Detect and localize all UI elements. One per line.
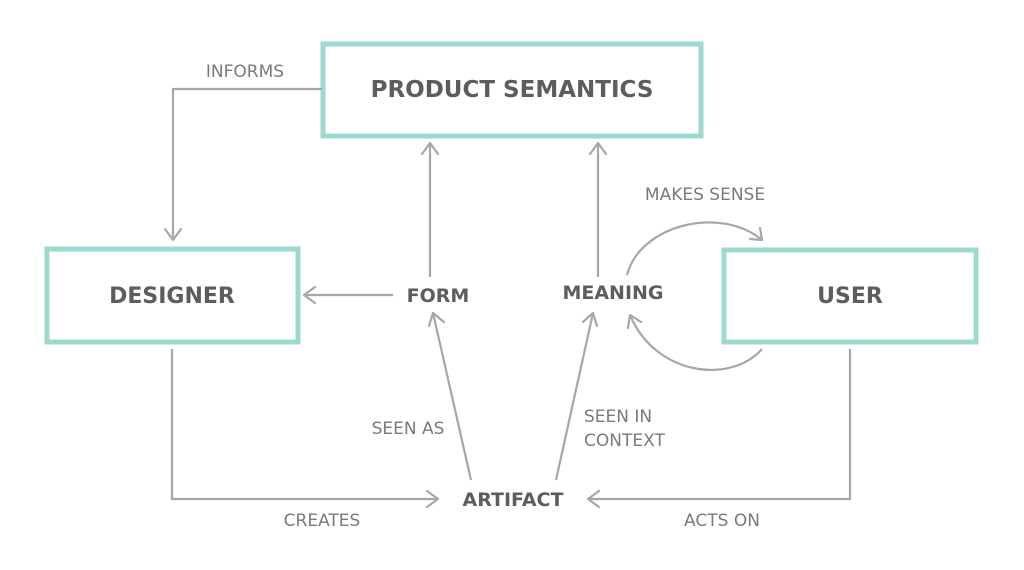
- designer-box: DESIGNER: [44, 246, 301, 345]
- product-semantics-box: PRODUCT SEMANTICS: [320, 41, 704, 139]
- form-to-semantics-arrow: [420, 141, 440, 277]
- acts-on-label: ACTS ON: [684, 511, 760, 531]
- designer-title: DESIGNER: [109, 284, 235, 309]
- creates-label: CREATES: [284, 511, 361, 531]
- informs-arrow: [163, 87, 322, 242]
- makes-sense-loop: [625, 221, 764, 371]
- product-semantics-box-frame: [320, 41, 704, 139]
- informs-label: INFORMS: [206, 62, 284, 82]
- user-box-frame: [721, 247, 979, 345]
- artifact-label: ARTIFACT: [463, 489, 564, 511]
- seen-as-label: SEEN AS: [372, 419, 445, 439]
- acts-on-arrow: [586, 349, 852, 509]
- user-box: USER: [721, 247, 979, 345]
- meaning-label: MEANING: [562, 282, 663, 304]
- seen-as-arrow: [427, 311, 473, 481]
- seen-in-context-label-line1: SEEN IN: [584, 407, 652, 427]
- form-to-designer-arrow: [302, 285, 393, 305]
- product-semantics-title: PRODUCT SEMANTICS: [371, 77, 654, 103]
- form-label: FORM: [407, 285, 470, 307]
- creates-arrow: [170, 349, 440, 509]
- seen-in-context-label-line2: CONTEXT: [584, 431, 665, 451]
- makes-sense-label: MAKES SENSE: [645, 185, 765, 205]
- user-title: USER: [817, 284, 883, 309]
- seen-in-context-arrow: [554, 311, 599, 481]
- designer-box-frame: [44, 246, 301, 345]
- meaning-to-semantics-arrow: [588, 141, 608, 277]
